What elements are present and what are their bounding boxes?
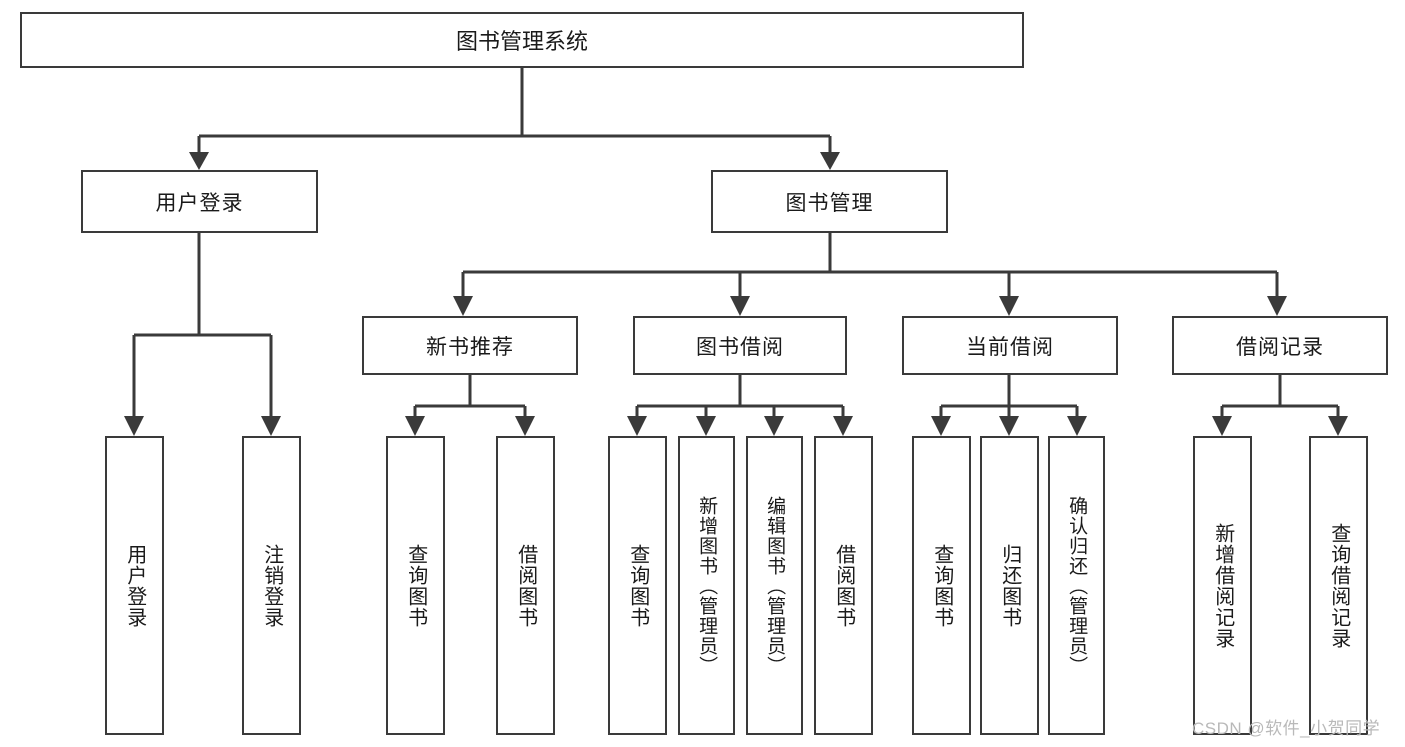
node-leaf-add-book[interactable]: 新增图书（管理员） (678, 436, 735, 735)
node-leaf-edit-book[interactable]: 编辑图书（管理员） (746, 436, 803, 735)
node-leaf-query-book-3[interactable]: 查询图书 (912, 436, 971, 735)
node-leaf-user-logout[interactable]: 注销登录 (242, 436, 301, 735)
node-new-book-recommend[interactable]: 新书推荐 (362, 316, 578, 375)
watermark-text: CSDN @软件_小贺同学 (1192, 719, 1381, 738)
arrow-head-leaf-add-book (696, 416, 716, 436)
arrow-head-leaf-borrow-book-2 (833, 416, 853, 436)
arrow-head-leaf-return-book (999, 416, 1019, 436)
arrow-head-leaf-query-book-2 (627, 416, 647, 436)
arrow-head-leaf-user-login (124, 416, 144, 436)
node-leaf-add-record[interactable]: 新增借阅记录 (1193, 436, 1252, 735)
arrow-head-leaf-user-logout (261, 416, 281, 436)
node-book-manage[interactable]: 图书管理 (711, 170, 948, 233)
arrow-head-current-borrow (999, 296, 1019, 316)
node-leaf-borrow-book-1[interactable]: 借阅图书 (496, 436, 555, 735)
arrow-head-borrow-record (1267, 296, 1287, 316)
node-borrow-record[interactable]: 借阅记录 (1172, 316, 1388, 375)
arrow-head-leaf-edit-book (764, 416, 784, 436)
node-leaf-return-book[interactable]: 归还图书 (980, 436, 1039, 735)
node-current-borrow[interactable]: 当前借阅 (902, 316, 1118, 375)
arrow-head-leaf-add-record (1212, 416, 1232, 436)
node-book-borrow[interactable]: 图书借阅 (633, 316, 847, 375)
arrow-head-leaf-query-record (1328, 416, 1348, 436)
arrow-head-book-manage (820, 152, 840, 170)
arrow-head-leaf-query-book-1 (405, 416, 425, 436)
node-user-login[interactable]: 用户登录 (81, 170, 318, 233)
arrow-head-new-book-recommend (453, 296, 473, 316)
node-leaf-query-book-1[interactable]: 查询图书 (386, 436, 445, 735)
node-root[interactable]: 图书管理系统 (20, 12, 1024, 68)
node-leaf-query-record[interactable]: 查询借阅记录 (1309, 436, 1368, 735)
arrow-head-user-login (189, 152, 209, 170)
arrow-head-book-borrow (730, 296, 750, 316)
arrow-head-leaf-confirm-return (1067, 416, 1087, 436)
node-leaf-query-book-2[interactable]: 查询图书 (608, 436, 667, 735)
arrow-head-leaf-borrow-book-1 (515, 416, 535, 436)
node-leaf-borrow-book-2[interactable]: 借阅图书 (814, 436, 873, 735)
arrow-head-leaf-query-book-3 (931, 416, 951, 436)
node-leaf-confirm-return[interactable]: 确认归还（管理员） (1048, 436, 1105, 735)
node-leaf-user-login[interactable]: 用户登录 (105, 436, 164, 735)
